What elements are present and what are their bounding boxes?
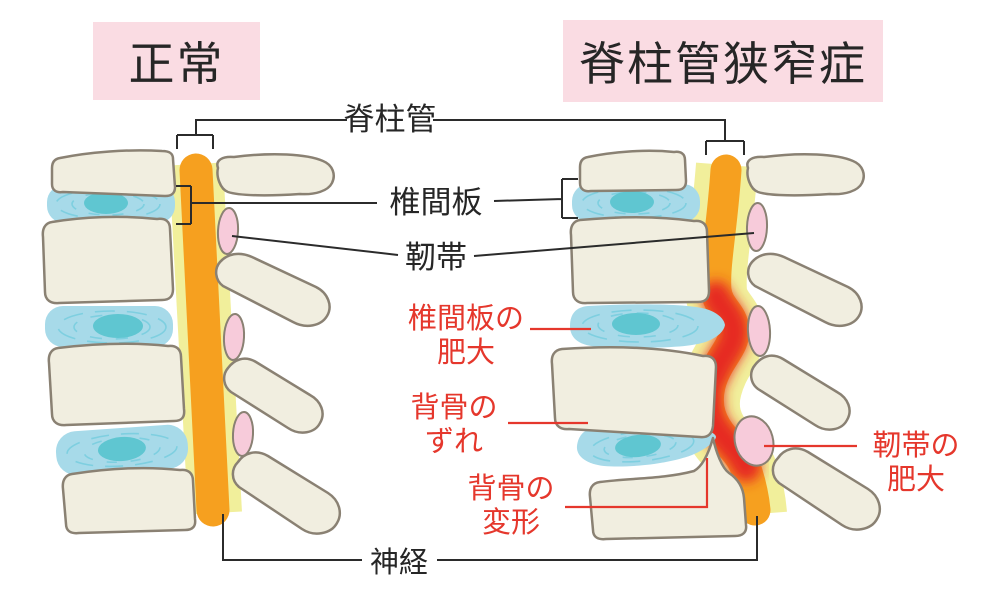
nerve-pointer-right [437, 516, 758, 561]
ligament-right-3-hypertrophied [733, 415, 775, 467]
ligament-left-1 [216, 207, 240, 255]
disc-right-1 [572, 184, 700, 222]
label-nerve: 神経 [369, 545, 429, 579]
ligament-pointer-right [473, 232, 755, 257]
disc-pointer-right [493, 178, 578, 219]
vertebra-left-3 [47, 342, 186, 427]
vertebra-right-1 [578, 149, 688, 193]
ligament-right-1 [745, 202, 769, 252]
title-normal: 正常 [93, 22, 260, 100]
ligament-pointer-left [231, 235, 399, 256]
spinal-canal-pointer-left [176, 119, 347, 149]
normal-spine-illustration [41, 149, 341, 535]
spinal-canal-pointer-right [433, 119, 745, 155]
nerve-pointer-left [222, 514, 362, 561]
spinous-process-left-1 [216, 152, 335, 197]
vertebra-deformity-pointer [565, 458, 709, 509]
spinal-canal-left [179, 153, 230, 527]
label-vertebra-slip-line2: ずれ [424, 424, 484, 458]
vertebra-left-4 [61, 466, 197, 535]
label-disc: 椎間板 [389, 185, 483, 221]
title-stenosis: 脊柱管狭窄症 [563, 20, 883, 102]
label-ligament-hypertrophy: 靭帯の 肥大 [872, 428, 959, 496]
spinous-process-right-1 [746, 152, 865, 197]
ligament-left-3 [231, 411, 255, 457]
label-ligament-hypertrophy-line2: 肥大 [886, 462, 946, 496]
label-vertebra-deformity-line2: 変形 [481, 505, 541, 539]
label-vertebra-slip: 背骨の ずれ [410, 390, 497, 458]
label-disc-hypertrophy: 椎間板の 肥大 [408, 301, 524, 369]
vertebra-right-2 [569, 215, 711, 305]
vertebra-left-1 [50, 149, 177, 198]
label-vertebra-deformity: 背骨の 変形 [467, 471, 554, 539]
spinous-process-left-3 [222, 357, 324, 434]
spinous-process-left-4 [231, 451, 341, 535]
spinous-process-right-2 [746, 252, 863, 328]
spinous-process-right-3 [749, 354, 851, 431]
spinous-process-right-4 [771, 447, 881, 531]
label-vertebra-deformity-line1: 背骨の [467, 471, 555, 505]
ligament-right-2 [746, 305, 772, 357]
vertebra-left-2 [41, 215, 175, 305]
canal-compression-upper [699, 281, 749, 391]
label-disc-hypertrophy-line2: 肥大 [436, 335, 496, 369]
label-ligament: 靭帯 [405, 240, 467, 276]
label-vertebra-slip-line1: 背骨の [410, 390, 498, 424]
stenosis-spine-illustration [550, 149, 881, 541]
disc-pointer-left [176, 185, 377, 225]
label-ligament-hypertrophy-line1: 靭帯の [872, 428, 960, 462]
label-disc-hypertrophy-line1: 椎間板の [407, 301, 525, 335]
label-spinal-canal: 脊柱管 [343, 102, 437, 138]
ligament-left-2 [222, 313, 246, 361]
disc-left-2 [45, 306, 173, 347]
disc-right-2-bulging [570, 304, 725, 348]
disc-left-3 [55, 424, 189, 476]
vertebra-right-3-slipped [550, 346, 718, 439]
disc-left-1 [47, 185, 175, 223]
spinous-process-left-2 [214, 252, 331, 328]
